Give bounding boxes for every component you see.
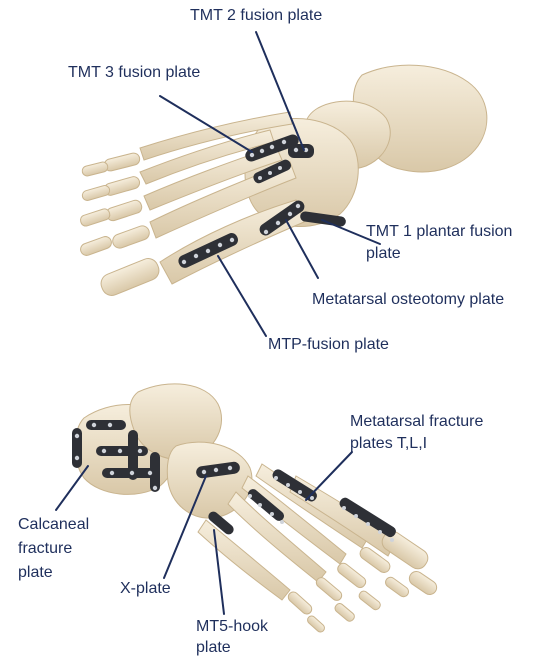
label-mtp-fusion-plate: MTP-fusion plate — [268, 335, 389, 355]
label-metatarsal-osteotomy-plate: Metatarsal osteotomy plate — [312, 290, 504, 310]
label-xplate: X-plate — [120, 579, 171, 599]
label-calcaneal-line3: plate — [18, 563, 53, 583]
plate-tmt2 — [288, 144, 314, 158]
label-metatarsal-fracture-line1: Metatarsal fracture — [350, 412, 483, 432]
label-mt5-hook-line1: MT5-hook — [196, 617, 268, 637]
label-tmt2-fusion-plate: TMT 2 fusion plate — [190, 6, 322, 26]
leader-calcaneal — [56, 466, 88, 510]
label-metatarsal-fracture-line2: plates T,L,I — [350, 434, 427, 454]
leader-metatarsal-fracture — [306, 452, 352, 500]
label-tmt1-plantar-fusion-line1: TMT 1 plantar fusion — [366, 222, 512, 242]
label-mt5-hook-line2: plate — [196, 638, 231, 658]
label-tmt1-plantar-fusion-line2: plate — [366, 244, 401, 264]
label-calcaneal-line2: fracture — [18, 539, 72, 559]
label-calcaneal-line1: Calcaneal — [18, 515, 89, 535]
leader-mtp-fusion — [218, 256, 266, 336]
leader-metatarsal-osteotomy — [286, 220, 318, 278]
label-tmt3-fusion-plate: TMT 3 fusion plate — [68, 63, 200, 83]
